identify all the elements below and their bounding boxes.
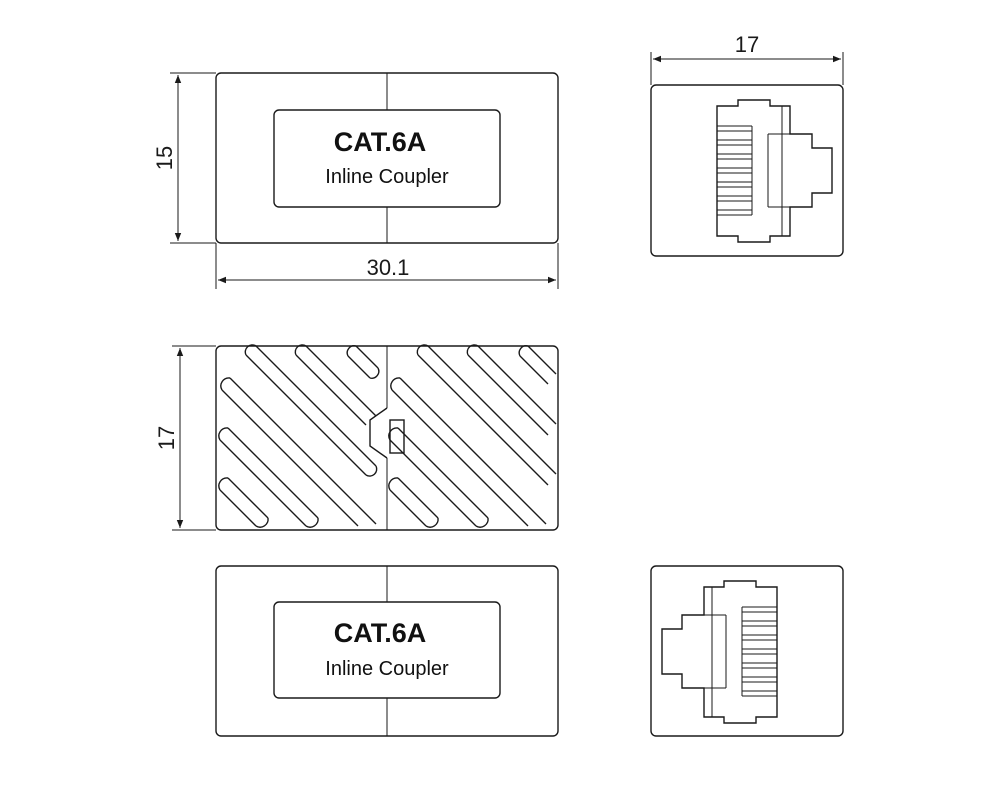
side-body-outline [650,565,844,737]
latch-outline [369,407,388,459]
side-view-top [650,84,844,257]
jack-profile [716,99,833,243]
top-view [215,344,559,531]
vent-slots-right [388,344,557,528]
dimension-label: 17 [735,32,759,57]
vent-slots-left [218,344,380,528]
dimension-front-width: 30.1 [215,243,559,289]
dimension-label: 15 [152,146,177,170]
latch-window [389,419,405,454]
side-view-bottom [650,565,844,737]
label-title: CAT.6A [334,618,427,648]
label-title: CAT.6A [334,127,427,157]
dimension-front-height: 15 [152,72,216,244]
label-subtitle: Inline Coupler [325,166,449,188]
label-subtitle: Inline Coupler [325,658,449,680]
label-panel [273,601,501,699]
side-body-outline [650,84,844,257]
label-panel [273,109,501,208]
dimension-top-height: 17 [154,345,216,531]
jack-contacts [741,606,777,697]
dimension-label: 17 [154,426,179,450]
jack-contacts [717,125,753,216]
front-view-top: CAT.6A Inline Coupler [215,72,559,244]
jack-profile [661,580,778,724]
front-view-bottom: CAT.6A Inline Coupler [215,565,559,737]
dimension-side-width: 17 [650,32,844,85]
dimension-label: 30.1 [367,255,410,280]
